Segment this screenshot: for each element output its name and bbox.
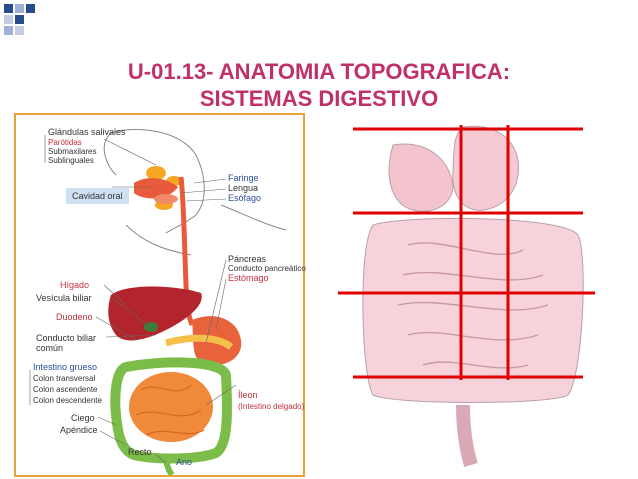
label-ano: Ano: [176, 457, 193, 467]
label-conducto-pancreatico: Conducto pancreático: [228, 264, 306, 273]
digestive-system-diagram: Glándulas salivales Parótidas Submaxilar…: [14, 113, 306, 477]
abdominal-regions-svg: [338, 125, 595, 468]
label-estomago: Estómago: [228, 273, 269, 283]
label-submaxilares: Submaxilares: [48, 147, 97, 156]
label-faringe: Faringe: [228, 173, 259, 183]
decor-square: [4, 26, 13, 35]
label-intestino-delgado: (Intestino delgado): [238, 402, 305, 411]
label-comun: común: [36, 343, 64, 353]
label-vesicula: Vesícula biliar: [36, 293, 92, 303]
label-colon-descendente: Colon descendente: [33, 396, 102, 405]
label-parotidas: Parótidas: [48, 138, 82, 147]
slide-title-line1: U-01.13- ANATOMIA TOPOGRAFICA:: [127, 59, 511, 84]
label-pancreas: Páncreas: [228, 254, 267, 264]
label-colon-transversal: Colon transversal: [33, 374, 96, 383]
label-lengua: Lengua: [228, 183, 259, 193]
label-ileon: Íleon: [238, 390, 258, 400]
decor-square: [15, 15, 24, 24]
decor-square: [26, 4, 35, 13]
label-apendice: Apéndice: [60, 425, 98, 435]
label-esofago: Esófago: [228, 193, 262, 203]
decor-square: [4, 15, 13, 24]
label-intestino-grueso: Intestino grueso: [33, 362, 98, 372]
decor-square: [15, 4, 24, 13]
label-ciego: Ciego: [71, 413, 95, 423]
decor-square: [15, 26, 24, 35]
label-duodeno: Duodeno: [56, 312, 93, 322]
label-cavidad-oral: Cavidad oral: [66, 188, 129, 204]
digestive-illustration: [29, 128, 287, 475]
label-glandulas: Glándulas salivales: [48, 127, 126, 137]
label-recto: Recto: [128, 447, 152, 457]
label-sublinguales: Sublinguales: [48, 156, 94, 165]
decor-square: [4, 4, 13, 13]
slide-title-line2: SISTEMAS DIGESTIVO: [199, 86, 439, 111]
label-higado: Hígado: [60, 280, 90, 290]
abdominal-topography-diagram: [313, 115, 629, 477]
label-conducto-biliar: Conducto biliar: [36, 333, 97, 343]
label-colon-ascendente: Colon ascendente: [33, 385, 98, 394]
